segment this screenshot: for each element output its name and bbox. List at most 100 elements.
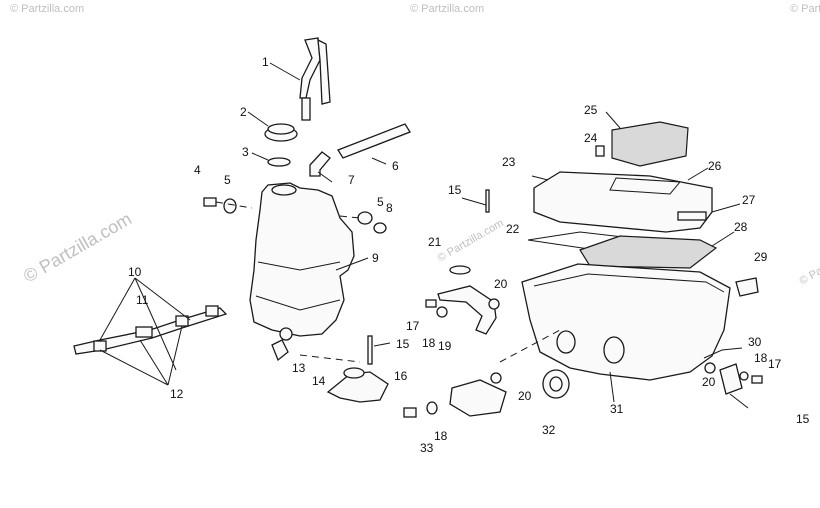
callout-29: 29 bbox=[754, 250, 768, 264]
lid-label bbox=[677, 211, 707, 221]
leader-23 bbox=[531, 175, 549, 181]
bracket-leader bbox=[299, 354, 361, 363]
hose-clamp-a bbox=[93, 340, 107, 352]
bolt-17-right bbox=[751, 375, 763, 384]
callout-17: 17 bbox=[768, 357, 782, 371]
callout-9: 9 bbox=[372, 251, 379, 265]
bracket-grommet bbox=[343, 367, 365, 379]
air-screen bbox=[579, 235, 718, 269]
leader-15-top bbox=[461, 197, 487, 206]
leader-26 bbox=[687, 167, 709, 181]
callout-26: 26 bbox=[708, 159, 722, 173]
callout-2: 2 bbox=[240, 105, 247, 119]
mount-leader bbox=[339, 215, 361, 219]
callout-33: 33 bbox=[420, 441, 434, 455]
grommet-20-right bbox=[704, 362, 716, 374]
bracket-clip bbox=[367, 335, 373, 365]
tank-neck bbox=[271, 184, 297, 196]
airbox-rim bbox=[533, 273, 725, 293]
vent-fitting bbox=[301, 97, 311, 121]
watermark-top-left: © Partzilla.com bbox=[10, 3, 84, 15]
washer-18-right bbox=[739, 371, 749, 381]
clip-15-right bbox=[729, 393, 749, 409]
airbox-base bbox=[521, 263, 731, 381]
airbox-bracket bbox=[437, 285, 497, 335]
callout-30: 30 bbox=[748, 335, 762, 349]
callout-20: 20 bbox=[702, 375, 716, 389]
callout-24: 24 bbox=[584, 131, 598, 145]
washer-right bbox=[357, 211, 373, 225]
callout-31: 31 bbox=[610, 402, 624, 416]
callout-32: 32 bbox=[542, 423, 556, 437]
leader-12 bbox=[99, 325, 183, 386]
bolt-17-left bbox=[425, 299, 437, 308]
leader-6 bbox=[371, 157, 387, 165]
callout-15: 15 bbox=[396, 337, 410, 351]
watermark-top-mid: © Partzilla.com bbox=[410, 3, 484, 15]
airbox-port-a bbox=[603, 336, 625, 364]
callout-28: 28 bbox=[734, 220, 748, 234]
callout-8: 8 bbox=[386, 201, 393, 215]
callout-19: 19 bbox=[438, 339, 452, 353]
leader-27 bbox=[711, 203, 741, 213]
callout-15: 15 bbox=[448, 183, 462, 197]
lid-recess bbox=[609, 177, 682, 195]
callout-18: 18 bbox=[754, 351, 768, 365]
callout-numbers: 1234556789101112131415151516171718181819… bbox=[128, 55, 810, 455]
callout-11: 11 bbox=[136, 293, 149, 307]
leader-2 bbox=[247, 111, 269, 127]
outlet-grommet bbox=[279, 327, 293, 341]
washer-18-left bbox=[436, 306, 448, 318]
bolt-33 bbox=[403, 407, 417, 418]
leader-9 bbox=[335, 257, 369, 271]
callout-18: 18 bbox=[422, 336, 436, 350]
callout-20: 20 bbox=[494, 277, 508, 291]
callout-6: 6 bbox=[392, 159, 399, 173]
drain-cap-center bbox=[549, 376, 563, 392]
vent-hose bbox=[299, 37, 321, 99]
leader-28 bbox=[711, 231, 735, 247]
leader-lines bbox=[99, 62, 743, 403]
bolt-leader bbox=[215, 201, 253, 209]
clip-21 bbox=[449, 265, 471, 275]
inline-filter bbox=[135, 326, 153, 338]
callout-17: 17 bbox=[406, 319, 420, 333]
petcock-fitting bbox=[271, 339, 289, 362]
callout-18: 18 bbox=[434, 429, 448, 443]
callout-5: 5 bbox=[377, 195, 384, 209]
intake-boot bbox=[735, 277, 759, 297]
leader-25 bbox=[605, 111, 621, 129]
callout-23: 23 bbox=[502, 155, 516, 169]
filter-clip bbox=[595, 145, 605, 157]
callout-13: 13 bbox=[292, 361, 306, 375]
lower-bracket bbox=[449, 379, 507, 417]
fuel-cap-top bbox=[267, 123, 295, 135]
washer bbox=[223, 198, 237, 214]
watermark-right: © Partzilla.com bbox=[798, 240, 820, 287]
callout-5: 5 bbox=[224, 173, 231, 187]
leader-7 bbox=[317, 171, 333, 183]
callout-25: 25 bbox=[584, 103, 598, 117]
overflow-hose bbox=[337, 123, 411, 159]
callout-27: 27 bbox=[742, 193, 756, 207]
callout-21: 21 bbox=[428, 235, 442, 249]
leader-3 bbox=[251, 152, 269, 161]
watermark-top-right: © Partzilla.com bbox=[790, 3, 820, 15]
grommet-20-lower bbox=[490, 372, 502, 384]
callout-7: 7 bbox=[348, 173, 355, 187]
washer-18-lower bbox=[426, 401, 438, 415]
hose-clamp-c bbox=[205, 305, 219, 317]
vent-hose-loop bbox=[317, 38, 331, 105]
foam-filter bbox=[611, 121, 689, 167]
clip-15-top bbox=[485, 189, 490, 213]
nut-right bbox=[373, 222, 387, 234]
callout-3: 3 bbox=[242, 145, 249, 159]
callout-10: 10 bbox=[128, 265, 142, 279]
watermark-side: © Partzilla.com bbox=[20, 208, 135, 286]
callout-22: 22 bbox=[506, 222, 520, 236]
leader-30 bbox=[703, 347, 743, 359]
callout-16: 16 bbox=[394, 369, 408, 383]
leader-15 bbox=[373, 342, 391, 347]
callout-4: 4 bbox=[194, 163, 201, 177]
